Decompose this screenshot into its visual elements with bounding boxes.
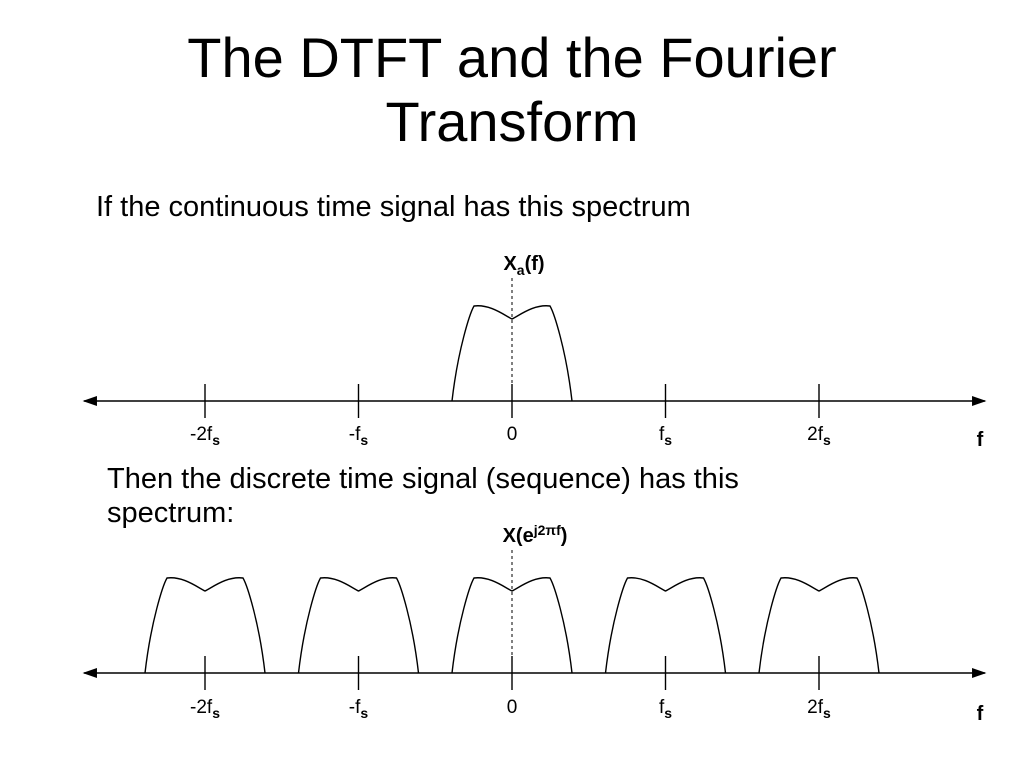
bottom-spectrum-lobe-0 [144,577,266,674]
top-tick-label-4: 2fs [807,424,831,448]
bottom-spectrum-lobe-2 [451,577,573,674]
slide-title: The DTFT and the Fourier Transform [0,26,1024,154]
top-spectrum-label: Xa(f) [503,253,544,278]
top-spectrum-lobe-0 [451,305,573,402]
bottom-tick-label-2: 0 [507,697,518,718]
top-tick-label-1: -fs [349,424,369,448]
bottom-spectrum-lobe-4 [758,577,880,674]
continuous-spectrum-plot: -2fs -fs 0 fs 2fs f Xa(f) [82,253,987,451]
bottom-tick-label-3: fs [659,697,672,721]
caption-discrete-spectrum: Then the discrete time signal (sequence)… [107,462,887,530]
top-tick-label-3: fs [659,424,672,448]
caption-bottom-line-2: spectrum: [107,497,235,529]
bottom-spectrum-lobe-3 [604,577,727,674]
top-tick-label-0: -2fs [190,424,220,448]
caption-bottom-line-1: Then the discrete time signal (sequence)… [107,463,739,495]
caption-continuous-spectrum: If the continuous time signal has this s… [96,191,691,223]
title-line-2: Transform [385,90,639,153]
bottom-spectrum-lobe-1 [297,577,420,674]
bottom-axis-label-f: f [977,703,984,725]
discrete-spectrum-plot: -2fs -fs 0 fs 2fs f X(ej2πf) [82,522,987,725]
bottom-tick-label-4: 2fs [807,697,831,721]
bottom-spectrum-label: X(ej2πf) [503,522,568,547]
top-tick-label-2: 0 [507,424,518,445]
bottom-tick-label-0: -2fs [190,697,220,721]
title-line-1: The DTFT and the Fourier [187,26,837,89]
top-axis-label-f: f [977,429,984,451]
bottom-tick-label-1: -fs [349,697,369,721]
